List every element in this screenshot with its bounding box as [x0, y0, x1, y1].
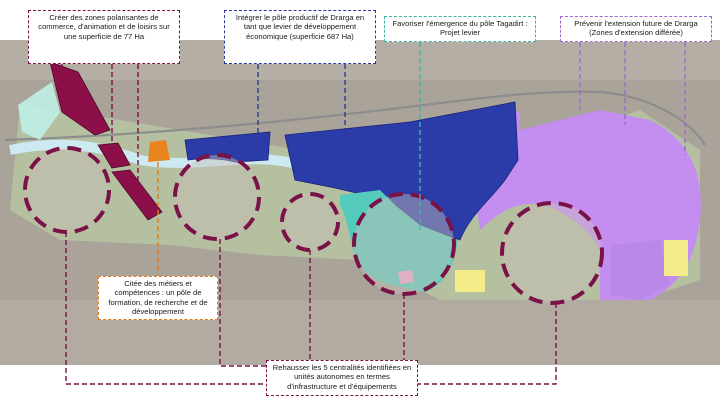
leader-centralite-1 — [65, 232, 266, 385]
callout-line: Rehausser les 5 centralités identifiées … — [272, 363, 412, 372]
callout-line: (Zones d'extension différée) — [589, 28, 683, 38]
extension-zone-southeast — [610, 240, 670, 300]
centrality-ring-3 — [280, 192, 340, 252]
callout-line: Favoriser l'émergence du pôle Tagadirt : — [392, 19, 528, 28]
yellow-zone-1 — [664, 240, 688, 276]
cite-zone — [148, 140, 170, 162]
callout-commerce-zones: Créer des zones polarisantes de commerce… — [28, 10, 180, 64]
leader-centralite-5 — [418, 303, 557, 385]
callout-line: Prévenir l'extension future de Drarga — [574, 19, 698, 28]
centrality-ring-1 — [23, 146, 111, 234]
callout-line: tant que levier de développement — [243, 22, 357, 32]
centrality-ring-5 — [500, 201, 604, 305]
callout-centralities: Rehausser les 5 centralités identifiées … — [266, 360, 418, 396]
leader-lines — [61, 42, 686, 385]
callout-line: Créer des zones polarisantes de — [49, 13, 159, 22]
leader-centralite-2 — [219, 239, 266, 367]
callout-line: unités autonomes en termes — [294, 372, 390, 382]
commerce-zone-1 — [49, 61, 111, 136]
callout-line: d'infrastructure et d'équipements — [287, 381, 397, 391]
callout-line: économique (superficie 687 Ha) — [246, 31, 354, 41]
callout-tagadirt-pole: Favoriser l'émergence du pôle Tagadirt :… — [384, 16, 536, 42]
callout-line: formation, de recherche et de — [108, 297, 208, 307]
callout-line: Intégrer le pôle productif de Drarga en — [235, 13, 365, 22]
teal-zone-west — [18, 82, 60, 140]
pink-spot — [398, 270, 414, 284]
callout-cite-des-metiers: Citée des métiers et compétences : un pô… — [98, 276, 218, 320]
callout-line: commerce, d'animation et de loisirs sur — [38, 22, 170, 32]
yellow-zone-2 — [455, 270, 485, 292]
centrality-ring-4 — [352, 192, 456, 296]
callout-line: une superficie de 77 Ha — [63, 31, 145, 41]
centrality-ring-2 — [173, 153, 261, 241]
tagadirt-zone — [340, 190, 458, 292]
callout-future-extension: Prévenir l'extension future de Drarga (Z… — [560, 16, 712, 42]
callout-line: développement — [132, 307, 184, 317]
callout-line: Projet levier — [439, 28, 481, 38]
callout-line: compétences : un pôle de — [114, 288, 202, 298]
commerce-zone-3 — [111, 169, 163, 221]
centrality-rings — [23, 146, 604, 305]
highway — [4, 90, 706, 146]
callout-line: Citée des métiers et — [124, 279, 192, 288]
callout-productive-pole: Intégrer le pôle productif de Drarga en … — [224, 10, 376, 64]
commerce-zone-2 — [97, 142, 131, 169]
